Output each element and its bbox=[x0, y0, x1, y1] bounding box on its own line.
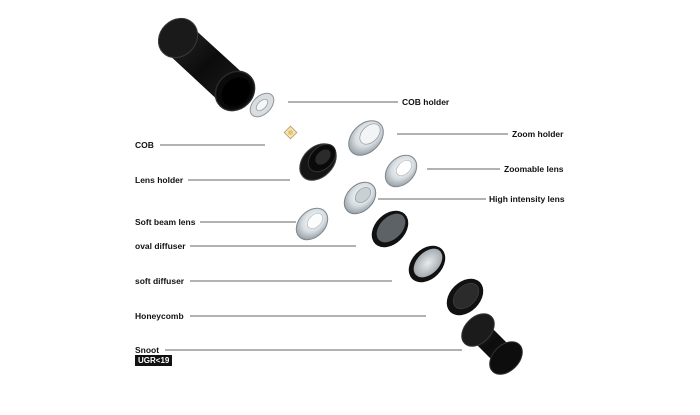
ugr-badge: UGR<19 bbox=[135, 355, 173, 366]
lens-holder-part bbox=[299, 143, 337, 181]
label-soft-diffuser: soft diffuser bbox=[135, 276, 185, 286]
leader-lines bbox=[160, 101, 508, 351]
zoomable-lens-part bbox=[384, 154, 418, 188]
snoot-part bbox=[461, 313, 523, 375]
label-snoot: Snoot bbox=[135, 345, 160, 355]
label-zoom-holder: Zoom holder bbox=[512, 129, 564, 139]
housing-body bbox=[157, 17, 256, 112]
label-soft-beam-lens: Soft beam lens bbox=[135, 217, 196, 227]
high-intensity-lens-part bbox=[343, 181, 377, 215]
zoom-holder-part bbox=[348, 120, 384, 156]
label-zoomable-lens: Zoomable lens bbox=[504, 164, 564, 174]
soft-beam-lens-part bbox=[295, 207, 329, 241]
honeycomb-part bbox=[446, 278, 484, 316]
label-oval-diffuser: oval diffuser bbox=[135, 241, 186, 251]
cob-chip-part bbox=[283, 125, 298, 140]
label-honeycomb: Honeycomb bbox=[135, 311, 184, 321]
label-cob: COB bbox=[135, 140, 154, 150]
label-cob-holder: COB holder bbox=[402, 97, 450, 107]
oval-diffuser-part bbox=[371, 210, 409, 248]
soft-diffuser-part bbox=[408, 245, 446, 283]
cob-holder-part bbox=[249, 92, 275, 118]
label-lens-holder: Lens holder bbox=[135, 175, 184, 185]
label-high-intensity-lens: High intensity lens bbox=[489, 194, 565, 204]
